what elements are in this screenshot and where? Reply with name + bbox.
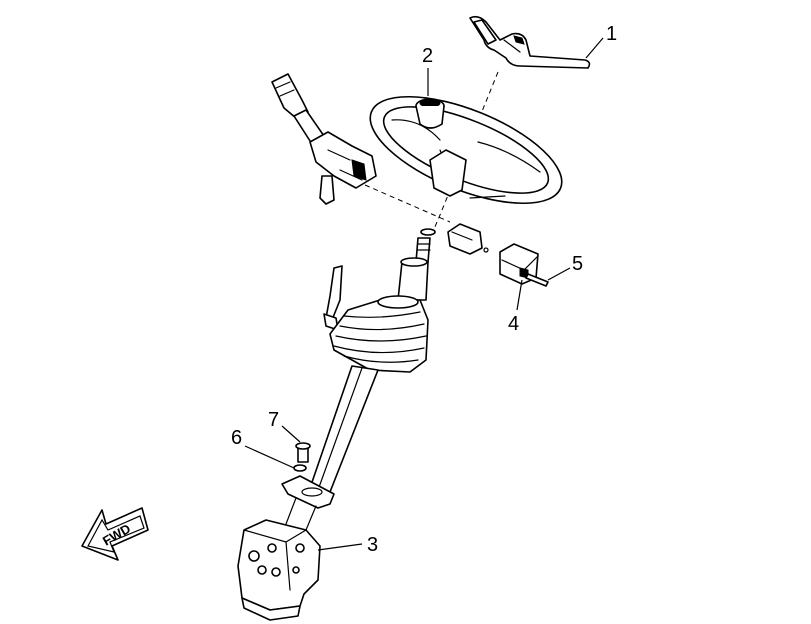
- part-6-washer: [293, 464, 307, 472]
- part-7-bolt: [295, 442, 311, 463]
- switch-assembly: [271, 73, 377, 205]
- tilt-handle: [323, 265, 343, 331]
- callout-2: 2: [422, 45, 433, 67]
- connector-shaft: [285, 497, 317, 531]
- leader-6: [244, 445, 295, 469]
- switch-axis-line: [364, 184, 451, 223]
- callout-3: 3: [367, 534, 378, 556]
- callout-1: 1: [606, 23, 617, 45]
- callout-5: 5: [572, 253, 583, 275]
- leader-4: [516, 279, 523, 311]
- leader-1: [585, 37, 604, 59]
- part-1-tilt-lever: [469, 15, 591, 69]
- callout-7: 7: [268, 409, 279, 431]
- callout-6: 6: [231, 427, 242, 449]
- clamp-block: [447, 223, 489, 255]
- assembly-axis-line: [424, 71, 499, 251]
- leader-7: [281, 425, 301, 443]
- callout-4: 4: [508, 313, 519, 335]
- part-2-steering-wheel: [369, 95, 563, 205]
- leader-3: [317, 543, 363, 551]
- bellows-boot: [329, 295, 429, 373]
- upper-shaft: [397, 228, 436, 301]
- steering-column-tube: [309, 365, 379, 493]
- part-3-steering-valve: [237, 519, 321, 621]
- mounting-flange: [281, 475, 335, 509]
- forward-direction-arrow: FWD: [81, 507, 149, 561]
- leader-5: [547, 267, 571, 281]
- part-5-screw: [525, 273, 549, 287]
